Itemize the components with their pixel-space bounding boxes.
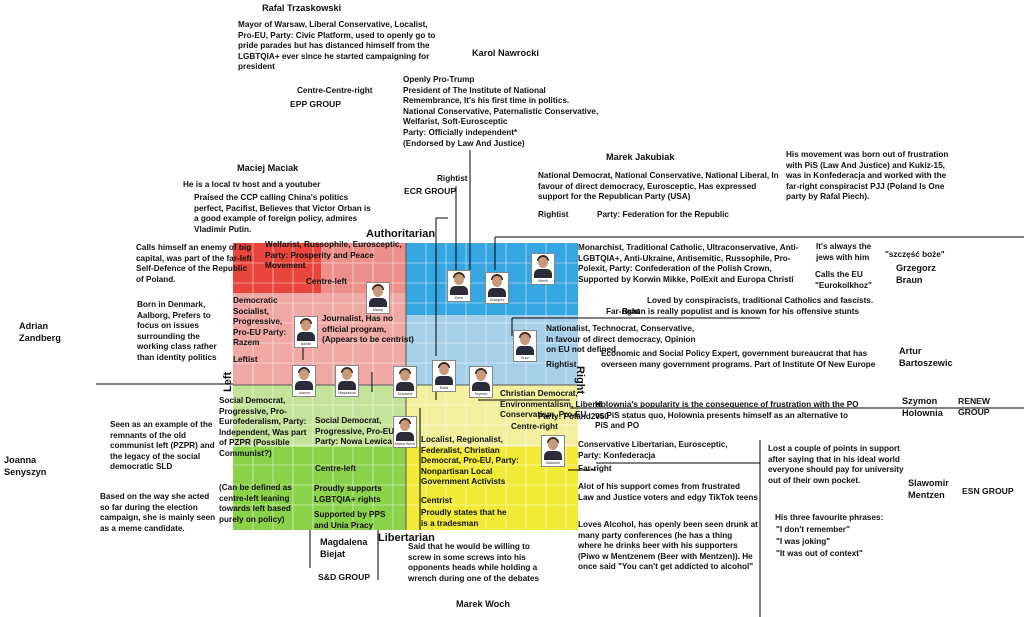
senyszyn-name: Joanna Senyszyn [4, 455, 47, 477]
quadrant-lib-left-dark [233, 447, 406, 530]
nawrocki-desc: Openly Pro-Trump President of The Instit… [403, 75, 599, 148]
photo-bartoszewicz: Artur Bartoszewicz [513, 330, 537, 362]
photo-maciak: Maciej Maciak [366, 282, 390, 314]
trzaskowski-position: Centre-Centre-right [297, 86, 373, 95]
zandberg-bio: Born in Denmark, Aalborg, Prefers to foc… [137, 300, 217, 362]
photo-mentzen: Slawomir Mentzen [541, 435, 565, 467]
woch-desc: Localist, Regionalist, Federalist, Chris… [421, 435, 519, 487]
quadrant-lib-left-light [233, 385, 406, 447]
mentzen-lost-note: Lost a couple of points in support after… [768, 444, 904, 485]
mentzen-position: Far-right [578, 464, 612, 473]
bartoszewicz-econ: Economic and Social Policy Expert, gover… [601, 349, 876, 369]
maciak-desc-party: Welfarist, Russophile, Eurosceptic, Part… [265, 240, 402, 271]
self-defence-note: Calls himself an enemy of big capital, w… [136, 243, 253, 284]
braun-eu-note: Calls the EU "Eurokolkhoz" [815, 270, 872, 290]
biejat-pps-note: Supported by PPS and Unia Pracy [314, 510, 386, 530]
photo-zandberg: Adrian Zandberg [294, 316, 318, 348]
trzaskowski-group: EPP GROUP [290, 99, 341, 109]
mentzen-desc: Conservative Libertarian, Eurosceptic, P… [578, 440, 728, 460]
photo-woch: Marek Woch [393, 416, 417, 448]
axis-label-left: Left [222, 371, 234, 392]
woch-wrench-note: Said that he would be willing to screw i… [408, 542, 540, 583]
photo-trzaskowski: Rafal Trzaskowski [432, 360, 456, 392]
braun-jews-note: It's always the jews with him [816, 242, 872, 262]
woch-trades-note: Proudly states that he is a tradesman [421, 508, 507, 528]
jakubiak-desc: National Democrat, National Conservative… [538, 171, 779, 202]
mentzen-support-note: Alot of his support comes from frustrate… [578, 482, 758, 502]
stanowski-note: Journalist, Has no official program, (Ap… [322, 314, 414, 345]
braun-desc: Monarchist, Traditional Catholic, Ultrac… [578, 243, 799, 284]
holownia-name: Szymon Holownia [902, 396, 943, 418]
holownia-popularity: Holownia's popularity is the consequence… [595, 400, 859, 431]
woch-name: Marek Woch [456, 599, 510, 609]
senyszyn-meme-note: Based on the way she acted so far during… [100, 492, 216, 533]
holownia-desc: Christian Democrat, Environmentalism, Li… [500, 389, 603, 420]
biejat-name: Magdalena Biejat [320, 537, 368, 559]
senyszyn-desc: Social Democrat, Progressive, Pro-Eurofe… [219, 396, 307, 458]
biejat-lgbt-note: Proudly supports LGBTQIA+ rights [314, 484, 382, 504]
quadrant-auth-left-dark [233, 243, 321, 293]
holownia-group: RENEW GROUP [958, 396, 990, 417]
nawrocki-group: ECR GROUP [404, 186, 457, 196]
photo-jakubiak: Marek Jakubiak [531, 253, 555, 285]
nawrocki-name: Karol Nawrocki [472, 48, 539, 58]
holownia-position: Centre-right [511, 422, 558, 431]
mentzen-group: ESN GROUP [962, 486, 1014, 496]
maciak-position: Centre-left [306, 277, 347, 286]
quadrant-auth-left-light [321, 243, 406, 293]
braun-loved-note: Loved by conspiracists, traditional Cath… [647, 296, 874, 305]
braun-populist-note: Braun is really populist and is known fo… [622, 307, 860, 316]
zandberg-position: Leftist [233, 355, 258, 364]
piech-note: His movement was born out of frustration… [786, 150, 949, 202]
braun-name: Grzegorz Braun [896, 263, 936, 285]
jakubiak-party: Party: Federation for the Republic [597, 210, 729, 219]
bartoszewicz-desc: Nationalist, Technocrat, Conservative, I… [546, 324, 696, 355]
mentzen-name: Slawomir Mentzen [908, 478, 949, 500]
jakubiak-position: Rightist [538, 210, 569, 219]
braun-quote: "szczęść boże" [885, 250, 945, 259]
braun-position: Far-right [606, 307, 640, 316]
mentzen-phrases-title: His three favourite phrases: [775, 513, 884, 522]
senyszyn-position: (Can be defined as centre-left leaning t… [219, 483, 292, 524]
photo-braun: Grzegorz Braun [485, 272, 509, 304]
photo-senyszyn: Joanna Senyszyn [292, 365, 316, 397]
trzaskowski-desc: Mayor of Warsaw, Liberal Conservative, L… [238, 20, 436, 72]
zandberg-desc: Democratic Socialist, Progressive, Pro-E… [233, 296, 287, 348]
maciak-name: Maciej Maciak [237, 163, 299, 173]
biejat-position: Centre-left [315, 464, 356, 473]
biejat-group: S&D GROUP [318, 572, 371, 582]
zandberg-name: Adrian Zandberg [19, 321, 61, 343]
photo-biejat: Magdalena Biejat [335, 365, 359, 397]
maciak-desc-ccp: Praised the CCP calling China's politics… [194, 193, 371, 234]
holownia-party: Party: Poland2050 [538, 412, 609, 421]
trzaskowski-name: Rafal Trzaskowski [262, 3, 342, 13]
mentzen-phrase-3: "It was out of context" [776, 549, 863, 558]
axis-label-libertarian: Libertarian [378, 532, 435, 544]
axis-label-authoritarian: Authoritarian [366, 228, 436, 240]
mentzen-phrase-1: "I don't remember" [776, 525, 850, 534]
bartoszewicz-position: Rightist [546, 360, 577, 369]
photo-nawrocki: Karol Nawrocki [447, 270, 471, 302]
photo-stanowski: Krzysztof Stanowski [393, 366, 417, 398]
jakubiak-name: Marek Jakubiak [606, 152, 675, 162]
mentzen-phrase-2: "I was joking" [776, 537, 831, 546]
nawrocki-position: Rightist [437, 174, 468, 183]
biejat-desc: Social Democrat, Progressive, Pro-EU Par… [315, 416, 395, 447]
woch-position: Centrist [421, 496, 452, 505]
photo-holownia: Szymon Holownia [469, 366, 493, 398]
senyszyn-remnant-note: Seen as an example of the remnants of th… [110, 420, 215, 472]
bartoszewicz-name: Artur Bartoszewic [899, 346, 953, 368]
maciak-desc-host: He is a local tv host and a youtuber [183, 180, 321, 189]
mentzen-alcohol-note: Loves Alcohol, has openly been seen drun… [578, 520, 758, 572]
